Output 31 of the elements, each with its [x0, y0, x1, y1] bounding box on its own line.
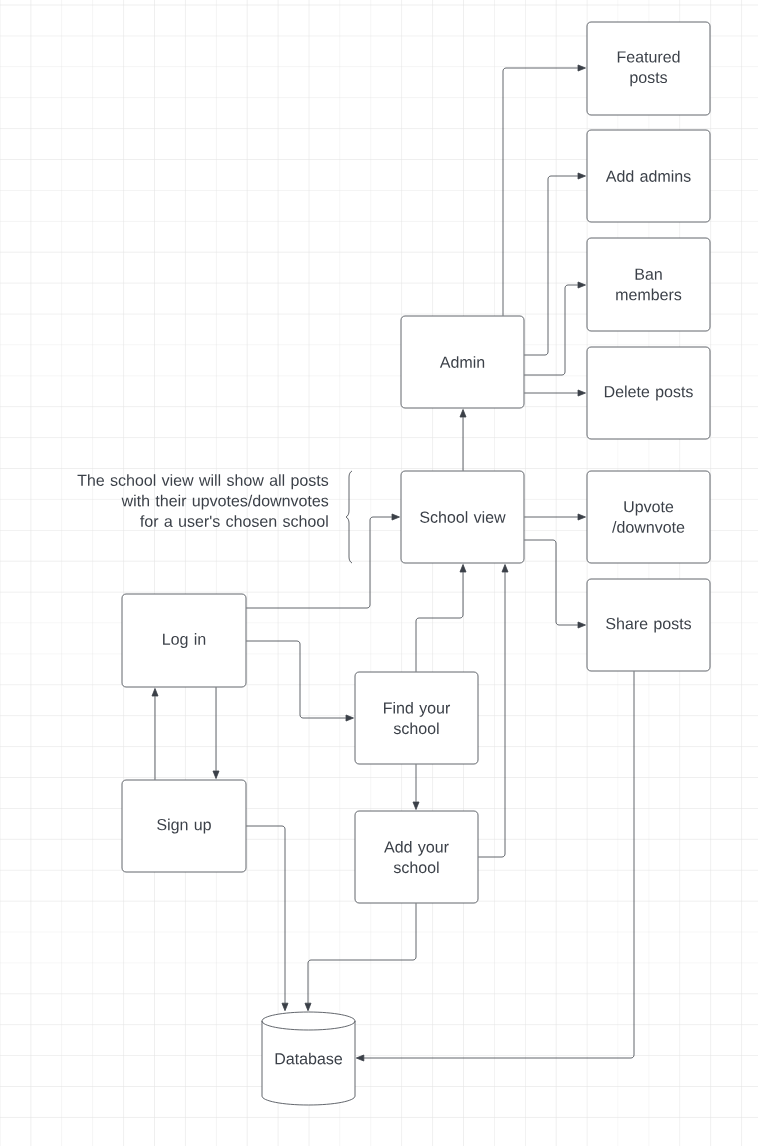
arrow [246, 640, 354, 722]
process-box: Delete posts [586, 346, 711, 440]
arrow [459, 409, 467, 471]
process-box: Share posts [586, 578, 711, 672]
arrow [524, 172, 586, 356]
process-box: Log in [121, 593, 247, 688]
process-box: Featured posts [586, 21, 711, 116]
database-cylinder: Database [261, 1011, 356, 1106]
process-box: School view [400, 470, 525, 564]
arrow [246, 825, 289, 1012]
process-box: Upvote /downvote [586, 470, 711, 564]
arrow [412, 764, 420, 810]
arrow [151, 688, 159, 780]
arrow [212, 687, 220, 779]
process-box: Add your school [354, 810, 479, 904]
process-box: Sign up [121, 779, 247, 873]
arrow [524, 513, 586, 521]
arrow [524, 281, 586, 376]
arrow [524, 389, 586, 397]
arrow [304, 903, 417, 1012]
arrow [524, 539, 586, 629]
process-box: Add admins [586, 129, 711, 223]
process-box: Ban members [586, 237, 711, 332]
process-box: Admin [400, 315, 525, 409]
arrow [478, 564, 509, 858]
note-text: The school view will show all posts with their upvotes/downvotes for a user's chosen school [77, 474, 329, 527]
arrow [246, 513, 400, 609]
arrow [415, 564, 467, 672]
arrow [355, 671, 635, 1062]
arrow [502, 64, 586, 316]
process-box: Find your school [354, 671, 479, 765]
